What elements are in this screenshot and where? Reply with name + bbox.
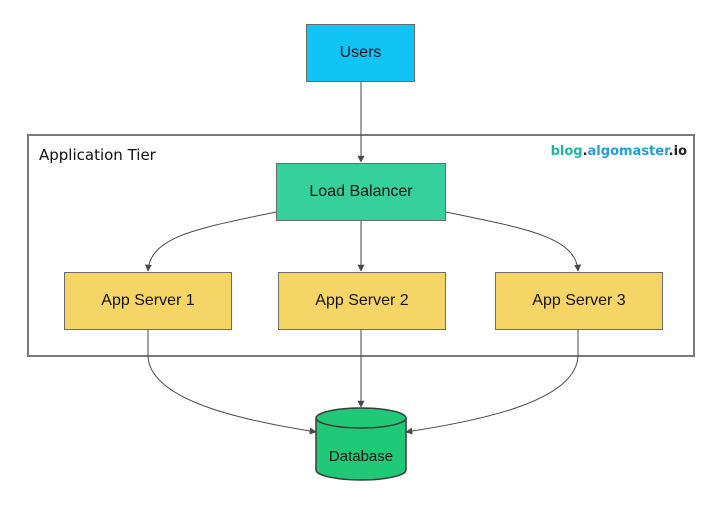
edge-load-balancer-to-app-server-3 (445, 211, 582, 272)
connectors (144, 82, 582, 435)
application-tier-label: Application Tier (39, 146, 156, 164)
users-label: Users (339, 44, 382, 61)
load-balancer-label: Load Balancer (309, 183, 413, 200)
watermark-dot-1: . (582, 144, 588, 159)
database-label: Database (328, 448, 394, 465)
watermark-dot-2: . (668, 144, 674, 159)
edge-app-server-1-to-database (147, 330, 317, 435)
app-server-2-node: App Server 2 (278, 272, 446, 330)
database-cylinder-icon (315, 407, 407, 481)
app-server-2-label: App Server 2 (315, 292, 409, 309)
app-server-1-node: App Server 1 (64, 272, 232, 330)
load-balancer-node: Load Balancer (276, 163, 446, 221)
watermark-algomaster: algomaster (587, 144, 669, 159)
edge-app-server-3-to-database (405, 330, 579, 435)
users-node: Users (306, 24, 415, 82)
watermark-io: io (673, 144, 687, 159)
watermark: blog.algomaster.io (551, 144, 687, 159)
app-server-3-label: App Server 3 (532, 292, 626, 309)
app-server-1-label: App Server 1 (101, 292, 195, 309)
watermark-blog: blog (550, 144, 583, 159)
app-server-3-node: App Server 3 (495, 272, 663, 330)
edge-load-balancer-to-app-server-1 (144, 211, 277, 272)
